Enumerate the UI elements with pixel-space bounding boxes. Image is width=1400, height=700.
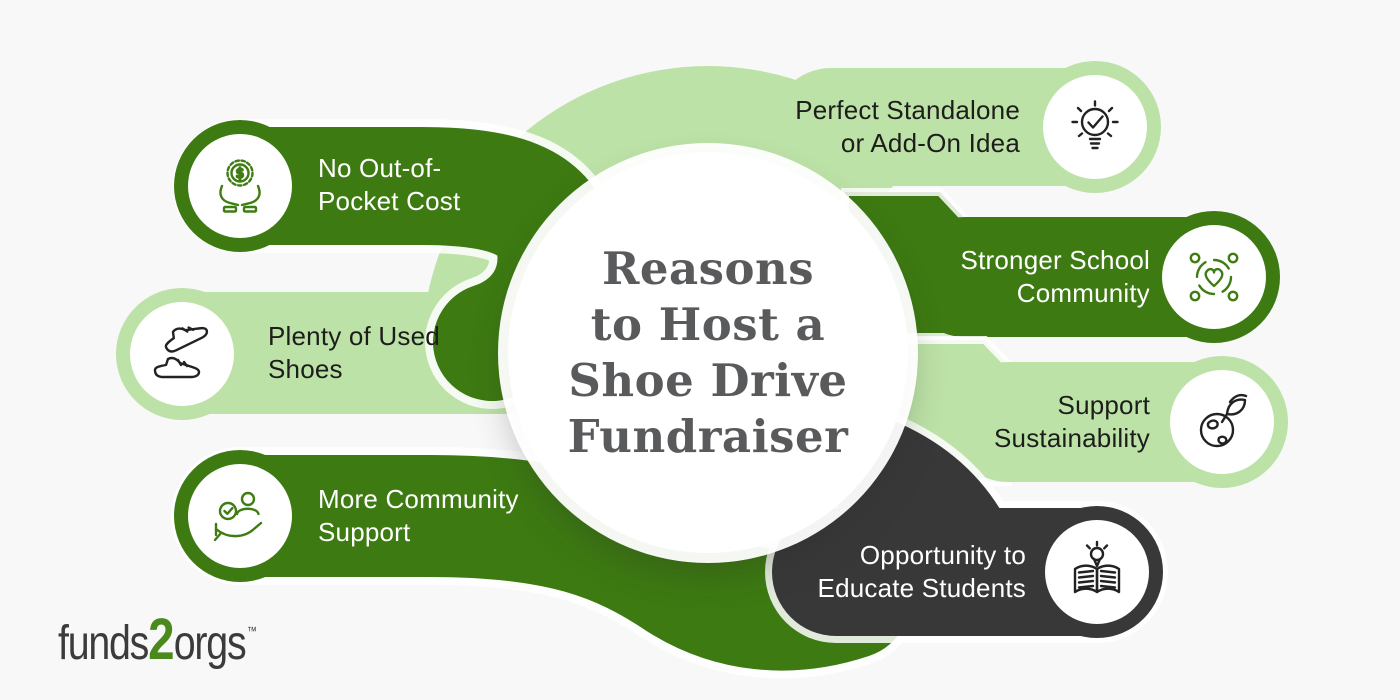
- label-stronger-school-community: Stronger School Community: [928, 244, 1150, 310]
- label-no-out-of-pocket-cost: No Out-of- Pocket Cost: [318, 152, 548, 218]
- page-title-line: Shoe Drive: [568, 354, 848, 407]
- funds2orgs-logo: funds 2 orgs ™: [58, 606, 257, 673]
- hands-money-gear-icon: $: [219, 159, 261, 213]
- label-line: Stronger School: [960, 245, 1150, 275]
- hand-person-check-icon: [213, 491, 263, 542]
- page-title-line: to Host a: [590, 298, 826, 351]
- icon-badge-inner: [188, 464, 292, 568]
- logo-trademark: ™: [247, 624, 257, 638]
- label-line: Support: [1057, 390, 1150, 420]
- icon-badge-inner: [1043, 75, 1147, 179]
- label-line: No Out-of-: [318, 153, 442, 183]
- logo-suffix: orgs: [173, 617, 247, 670]
- label-line: More Community: [318, 484, 519, 514]
- center-title-circle: Reasons to Host a Shoe Drive Fundraiser: [508, 153, 908, 553]
- icon-badge-inner: [1045, 520, 1149, 624]
- label-line: Perfect Standalone: [795, 95, 1020, 125]
- label-more-community-support: More Community Support: [318, 483, 558, 549]
- logo-prefix: funds: [58, 617, 149, 670]
- icon-badge-inner: $: [188, 134, 292, 238]
- icon-badge-inner: [1162, 225, 1266, 329]
- label-line: Community: [1016, 278, 1150, 308]
- label-opportunity-to-educate: Opportunity to Educate Students: [798, 539, 1026, 605]
- globe-leaves-icon: [1199, 393, 1248, 448]
- lightbulb-check-icon: [1071, 100, 1119, 150]
- icon-badge-inner: [130, 302, 234, 406]
- label-line: or Add-On Idea: [840, 128, 1020, 158]
- label-line: Opportunity to: [859, 540, 1026, 570]
- icon-badge-school-community: [1148, 211, 1280, 343]
- logo-number: 2: [148, 607, 174, 672]
- sneakers-icon: [153, 326, 209, 379]
- open-book-lightbulb-icon: [1073, 540, 1121, 594]
- page-title-line: Fundraiser: [567, 410, 849, 463]
- label-line: Pocket Cost: [318, 186, 461, 216]
- icon-badge-educate-students: [1031, 506, 1163, 638]
- label-perfect-standalone: Perfect Standalone or Add-On Idea: [790, 94, 1020, 160]
- icon-badge-used-shoes: [116, 288, 248, 420]
- label-plenty-of-used-shoes: Plenty of Used Shoes: [268, 320, 508, 386]
- icon-badge-inner: [1170, 370, 1274, 474]
- icon-badge-sustainability: [1156, 356, 1288, 488]
- label-support-sustainability: Support Sustainability: [928, 389, 1150, 455]
- icon-badge-community-support: [174, 450, 306, 582]
- icon-badge-no-cost: $: [174, 120, 306, 252]
- icon-badge-standalone-idea: [1029, 61, 1161, 193]
- label-line: Plenty of Used: [268, 321, 440, 351]
- label-line: Shoes: [268, 354, 343, 384]
- label-line: Educate Students: [817, 573, 1026, 603]
- svg-text:$: $: [236, 167, 244, 182]
- page-title-line: Reasons: [601, 242, 815, 295]
- label-line: Sustainability: [994, 423, 1150, 453]
- people-around-heart-icon: [1189, 252, 1239, 302]
- label-line: Support: [318, 517, 411, 547]
